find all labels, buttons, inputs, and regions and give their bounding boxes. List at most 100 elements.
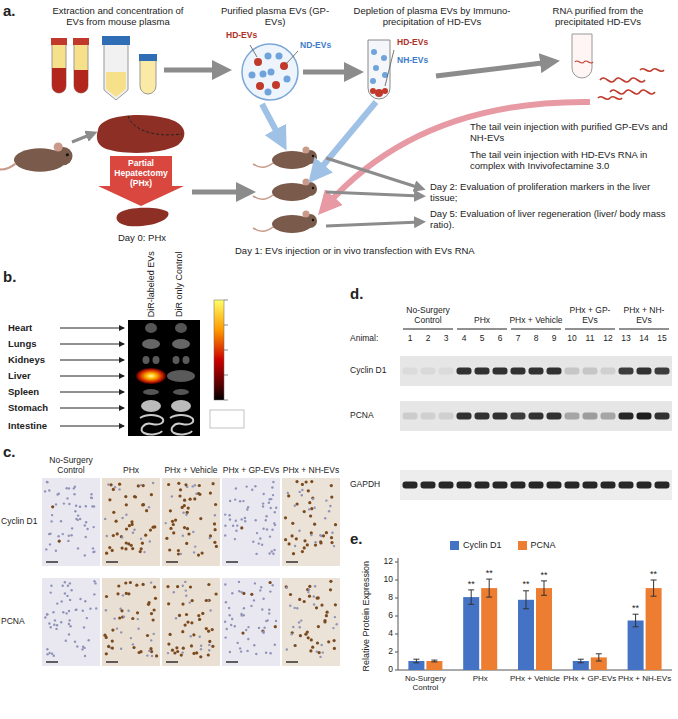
nucleus <box>236 524 238 526</box>
art-path <box>74 70 88 93</box>
nucleus <box>182 585 184 587</box>
nucleus <box>320 604 323 607</box>
group-underline <box>511 329 561 330</box>
nucleus <box>303 510 306 513</box>
axis-tick <box>395 580 398 581</box>
nucleus <box>259 589 261 591</box>
lane-number: 15 <box>653 334 671 344</box>
nucleus <box>50 520 52 522</box>
nucleus <box>214 503 217 506</box>
nucleus <box>271 486 273 488</box>
art-ellipse <box>175 323 187 333</box>
nucleus <box>247 506 249 508</box>
nucleus <box>231 618 233 620</box>
nucleus <box>137 628 139 630</box>
blot-band <box>583 482 598 489</box>
nucleus <box>229 651 231 653</box>
art-line <box>60 376 124 377</box>
organ-label: Kidneys <box>8 355 45 366</box>
nucleus <box>178 614 181 617</box>
nucleus <box>85 505 87 507</box>
nucleus <box>51 653 53 655</box>
nucleus <box>113 617 115 619</box>
error-cap <box>578 659 584 660</box>
nucleus <box>209 492 212 495</box>
nucleus <box>296 502 299 505</box>
nucleus <box>324 517 326 519</box>
process-arrow <box>326 222 420 226</box>
nucleus <box>175 617 177 619</box>
art-path <box>106 72 126 97</box>
nucleus <box>331 532 333 534</box>
nucleus <box>208 599 211 602</box>
nucleus <box>121 547 124 550</box>
blot-band <box>403 482 418 489</box>
nucleus <box>192 485 194 487</box>
nucleus <box>46 613 48 615</box>
nucleus <box>294 644 297 647</box>
nucleus <box>294 505 296 507</box>
bar <box>408 661 424 670</box>
nucleus <box>83 626 85 628</box>
nucleus <box>75 518 77 520</box>
nucleus <box>131 547 134 550</box>
nucleus <box>129 581 132 584</box>
group-header: PHx + NH-EVs <box>282 466 340 476</box>
nucleus <box>124 495 127 498</box>
nucleus <box>232 525 234 527</box>
blot-band <box>637 413 652 420</box>
ihc-image <box>222 478 280 566</box>
nucleus <box>289 605 291 607</box>
nucleus <box>141 503 144 506</box>
nucleus <box>211 645 214 648</box>
lane-number: 6 <box>491 334 509 344</box>
blot-band <box>457 413 472 420</box>
nucleus <box>137 484 140 487</box>
nucleus <box>112 511 115 514</box>
nucleus <box>85 521 87 523</box>
nucleus <box>304 633 307 636</box>
nucleus <box>114 486 116 488</box>
bar <box>518 600 534 670</box>
art-circle <box>371 49 377 55</box>
blot-band <box>403 368 418 375</box>
panel-label: b. <box>3 268 16 285</box>
nucleus <box>208 644 210 646</box>
process-arrow <box>192 190 246 195</box>
significance-mark: ** <box>516 579 536 589</box>
nucleus <box>184 624 187 627</box>
nucleus <box>167 483 170 486</box>
nucleus <box>329 580 332 583</box>
nucleus <box>303 600 306 603</box>
nucleus <box>235 520 237 522</box>
nucleus <box>261 608 263 610</box>
art-path <box>140 60 156 94</box>
y-axis <box>398 558 399 670</box>
nucleus <box>274 524 276 526</box>
nucleus <box>105 636 108 639</box>
nucleus <box>53 655 55 657</box>
nucleus <box>200 648 202 650</box>
nucleus <box>169 527 172 530</box>
nucleus <box>60 621 62 623</box>
art-path <box>640 69 664 72</box>
nucleus <box>86 617 88 619</box>
nucleus <box>173 651 176 654</box>
blot-band <box>529 413 544 420</box>
nucleus <box>295 537 298 540</box>
blot-band <box>619 368 634 375</box>
nucleus <box>172 523 175 526</box>
significance-mark: ** <box>626 603 646 613</box>
surgery-label: Partial Hepatectomy (PHx) <box>110 159 172 188</box>
art-circle <box>268 69 275 76</box>
blot-band <box>475 413 490 420</box>
error-bar <box>416 659 417 663</box>
organ-label: Heart <box>8 323 32 334</box>
nucleus <box>253 599 255 601</box>
nucleus <box>85 536 87 538</box>
axis-tick <box>395 598 398 599</box>
nucleus <box>176 650 179 653</box>
bar <box>481 588 497 670</box>
nucleus <box>274 644 276 646</box>
